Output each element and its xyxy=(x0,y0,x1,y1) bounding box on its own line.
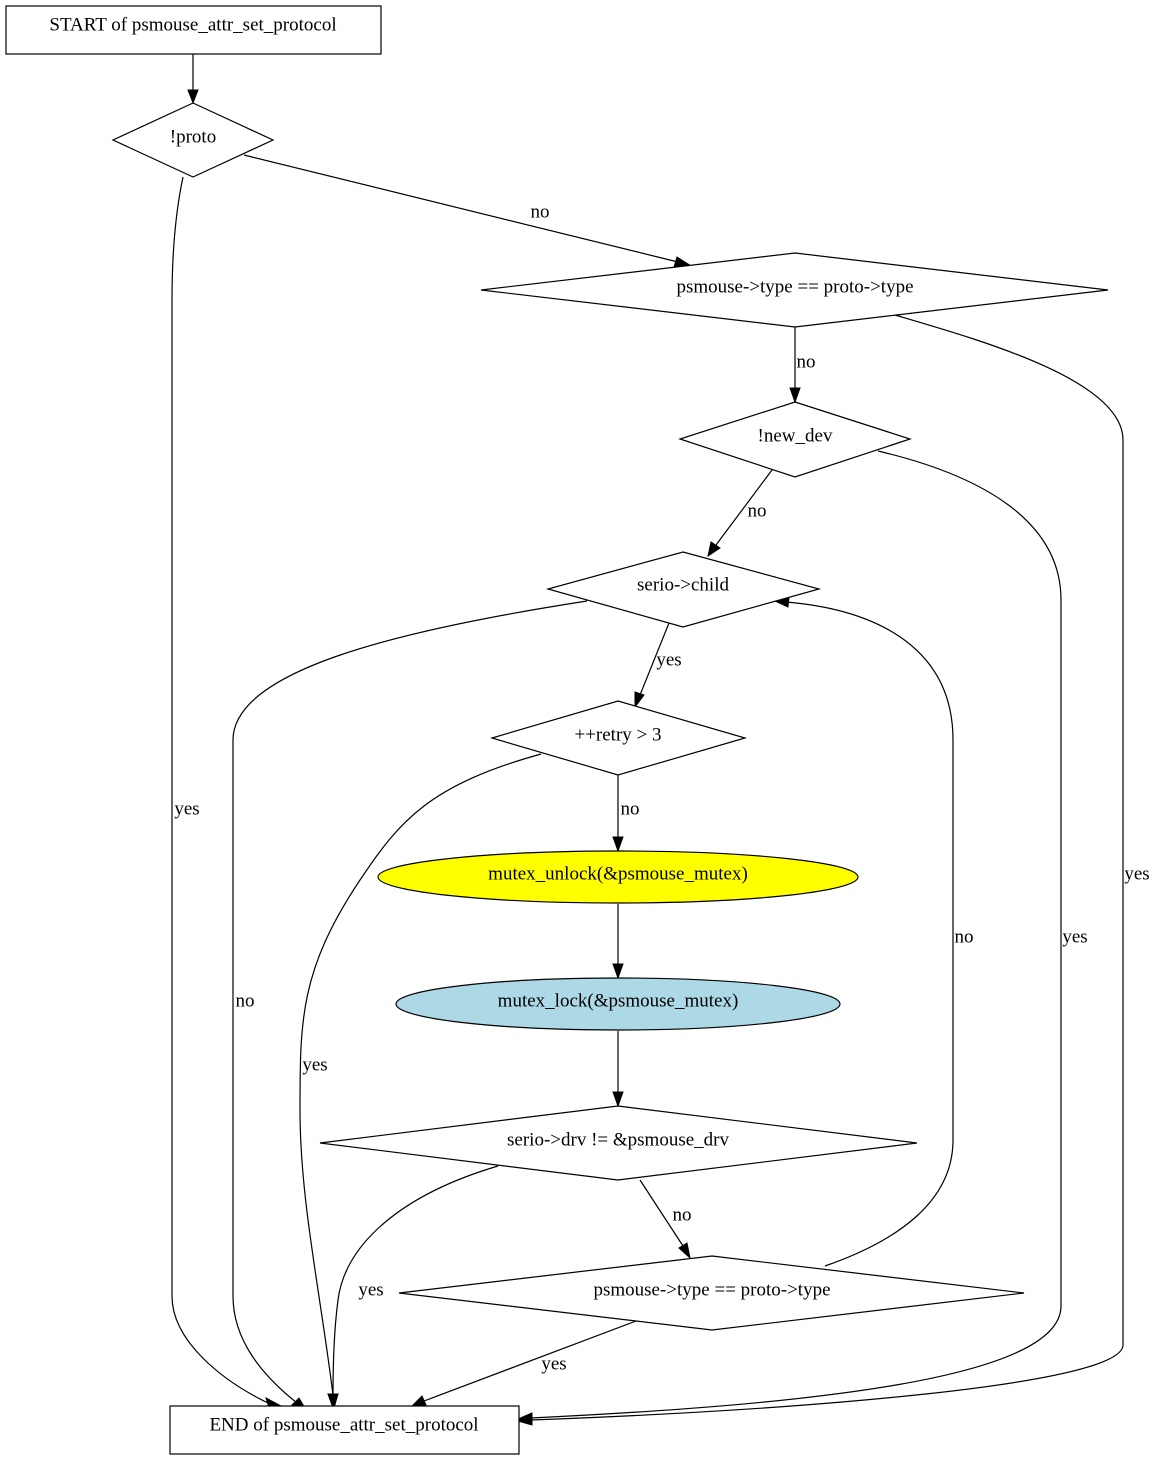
new-dev-label: !new_dev xyxy=(758,425,833,446)
edge-label: yes xyxy=(541,1353,566,1374)
end-label: END of psmouse_attr_set_protocol xyxy=(209,1414,478,1435)
edge-drv-to-end-yes: yes xyxy=(327,1165,499,1410)
edge-label: yes xyxy=(1124,863,1149,884)
proto-null-label: !proto xyxy=(170,126,216,147)
mutex-unlock-node: mutex_unlock(&psmouse_mutex) xyxy=(377,850,859,904)
edge-retry-to-unlock-no: no xyxy=(612,775,640,853)
edge-child-to-retry-yes: yes xyxy=(634,622,682,709)
retry-decision: ++retry > 3 xyxy=(489,700,748,776)
mutex-unlock-label: mutex_unlock(&psmouse_mutex) xyxy=(488,863,748,884)
serio-child-decision: serio->child xyxy=(545,551,822,628)
type-equals-label-1: psmouse->type == proto->type xyxy=(676,276,913,297)
edge-label: no xyxy=(797,351,816,372)
type-equals-decision-1: psmouse->type == proto->type xyxy=(480,252,1109,328)
edge-label: yes xyxy=(302,1054,327,1075)
edge-label: yes xyxy=(174,798,199,819)
edge-label: no xyxy=(748,500,767,521)
edge-proto-to-end-yes: yes xyxy=(171,176,283,1412)
edge-label: yes xyxy=(1062,926,1087,947)
start-label: START of psmouse_attr_set_protocol xyxy=(49,14,336,35)
serio-child-label: serio->child xyxy=(637,574,729,595)
edge-drv-to-type2-no: no xyxy=(639,1179,692,1260)
edge-type2-to-child-no: no xyxy=(773,596,974,1267)
mutex-lock-label: mutex_lock(&psmouse_mutex) xyxy=(498,990,739,1011)
edge-retry-to-end-yes: yes xyxy=(299,753,542,1410)
type-equals-label-2: psmouse->type == proto->type xyxy=(593,1279,830,1300)
serio-drv-decision: serio->drv != &psmouse_drv xyxy=(319,1105,918,1181)
edge-start-to-proto xyxy=(187,54,199,105)
edge-label: yes xyxy=(358,1279,383,1300)
serio-drv-label: serio->drv != &psmouse_drv xyxy=(507,1129,729,1150)
edge-label: yes xyxy=(656,649,681,670)
type-equals-decision-2: psmouse->type == proto->type xyxy=(398,1255,1025,1331)
edge-newdev-to-child-no: no xyxy=(707,469,773,558)
edge-newdev-to-end-yes: yes xyxy=(516,450,1088,1424)
end-node: END of psmouse_attr_set_protocol xyxy=(169,1405,520,1455)
proto-null-decision: !proto xyxy=(111,102,275,178)
edge-child-to-end-no: no xyxy=(232,600,588,1411)
edge-label: no xyxy=(673,1204,692,1225)
start-node: START of psmouse_attr_set_protocol xyxy=(5,5,382,55)
edge-unlock-to-lock xyxy=(612,904,624,980)
edge-type2-to-end-yes: yes xyxy=(410,1320,637,1407)
edge-label: no xyxy=(236,990,255,1011)
edge-label: no xyxy=(621,798,640,819)
new-dev-decision: !new_dev xyxy=(678,401,912,478)
edge-type1-to-newdev-no: no xyxy=(789,327,816,404)
retry-label: ++retry > 3 xyxy=(574,724,661,745)
edge-label: no xyxy=(955,926,974,947)
edge-lock-to-drv xyxy=(612,1031,624,1108)
mutex-lock-node: mutex_lock(&psmouse_mutex) xyxy=(395,977,841,1031)
edge-proto-to-type1-no: no xyxy=(243,154,693,268)
edge-label: no xyxy=(531,201,550,222)
